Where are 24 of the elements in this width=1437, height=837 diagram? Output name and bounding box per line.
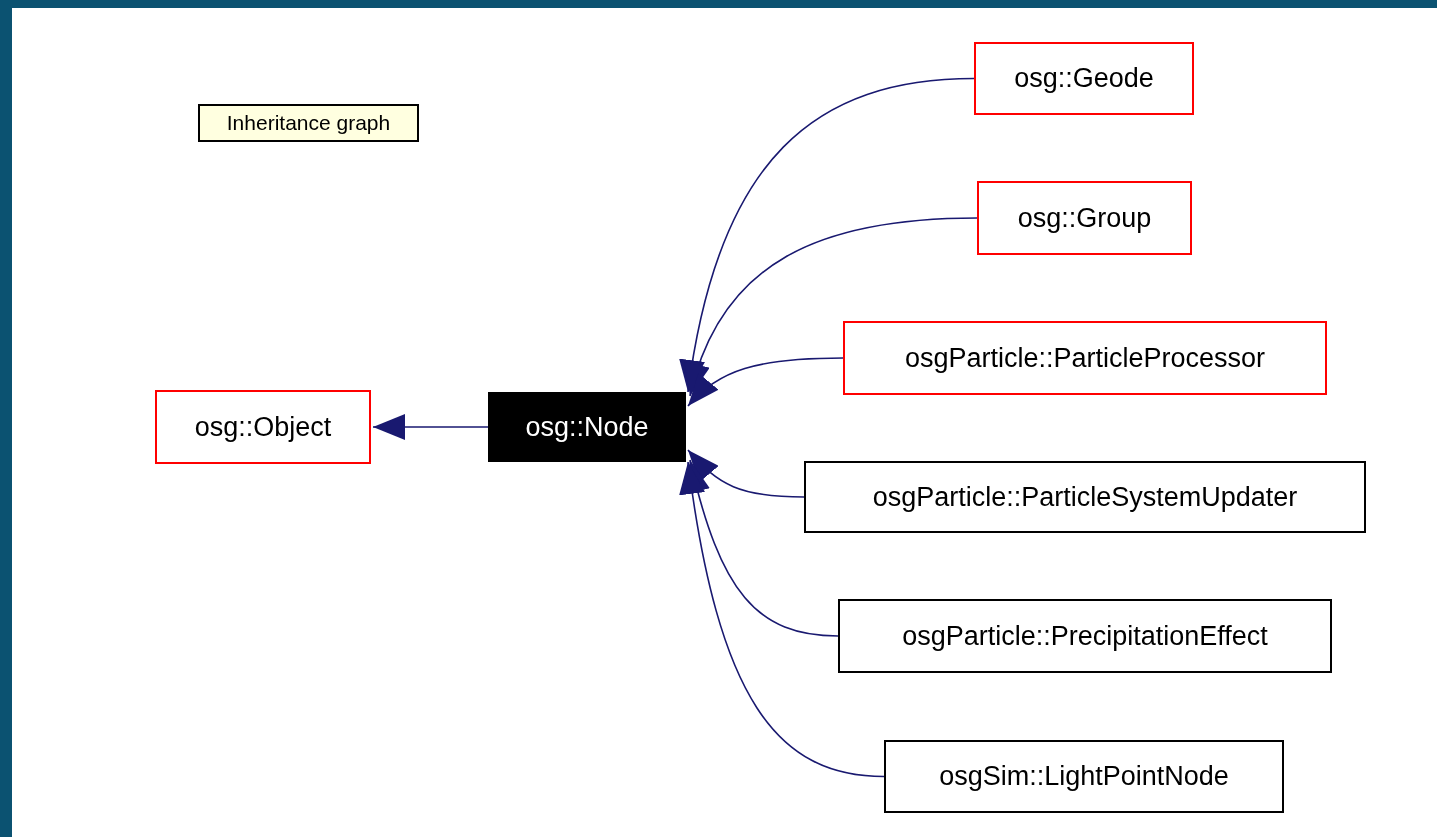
inheritance-arrow — [680, 77, 975, 393]
class-name: osg::Node — [525, 411, 649, 443]
class-box — [804, 461, 1366, 533]
class-name: osgSim::LightPointNode — [939, 761, 1229, 792]
inheritance-arrow — [687, 357, 844, 407]
class-name: osg::Group — [1017, 202, 1152, 234]
class-name: osg::Geode — [1014, 63, 1154, 94]
class-box — [974, 42, 1194, 115]
class-box — [843, 321, 1327, 395]
current-class-box — [488, 392, 686, 462]
class-name: osg::Object — [194, 411, 332, 443]
class-name: Inheritance graph — [226, 111, 391, 135]
class-box — [155, 390, 371, 464]
class-name: osgParticle::PrecipitationEffect — [902, 620, 1268, 652]
class-name: osgParticle::ParticleProcessor — [904, 342, 1266, 374]
inheritance-arrow — [372, 414, 489, 440]
inheritance-arrow — [686, 217, 978, 397]
inheritance-arrow — [687, 449, 805, 498]
class-name: osgParticle::ParticleSystemUpdater — [872, 481, 1298, 513]
inheritance-arrow — [679, 461, 885, 778]
class-box — [884, 740, 1284, 813]
class-box — [838, 599, 1332, 673]
title-note — [198, 104, 419, 142]
class-box — [977, 181, 1192, 255]
